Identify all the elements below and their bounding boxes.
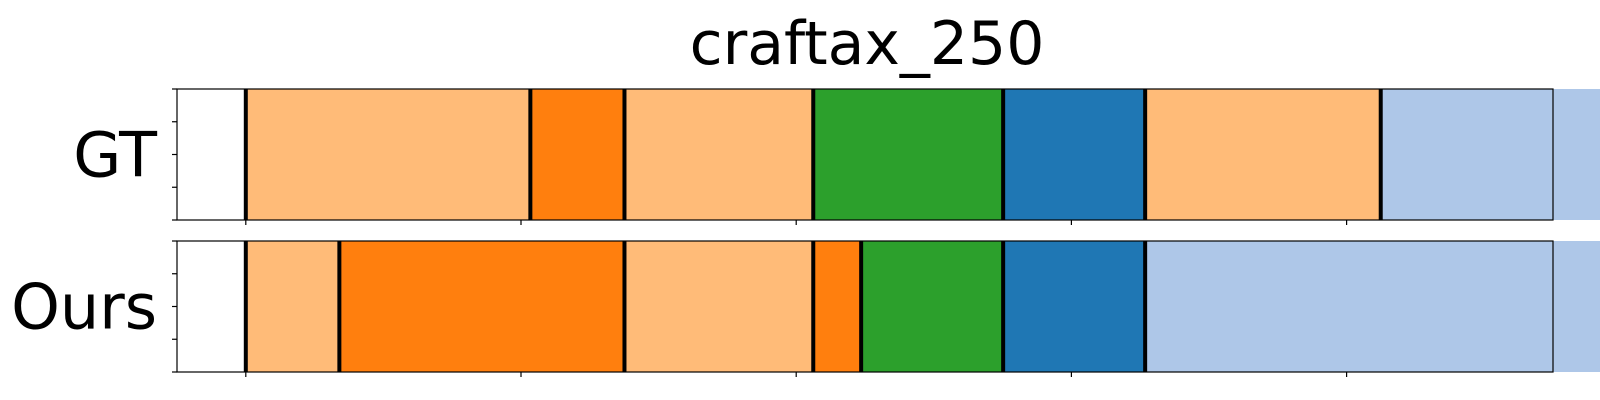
segment-ours-4 (861, 241, 1004, 372)
segment-gt-5 (1145, 89, 1381, 220)
row-label-ours: Ours (11, 271, 157, 344)
chart-title: craftax_250 (690, 9, 1045, 79)
segment-ours-5 (1003, 241, 1146, 372)
segment-gt-4 (1003, 89, 1146, 220)
row-label-gt: GT (73, 119, 158, 192)
segment-ours-0 (245, 241, 340, 372)
segment-gt-1 (530, 89, 625, 220)
segment-gt-3 (813, 89, 1004, 220)
row-gt: GT (73, 88, 1600, 225)
segment-ours-1 (339, 241, 625, 372)
segment-gt-2 (624, 89, 814, 220)
row-ours: Ours (11, 240, 1600, 377)
segment-ours-2 (624, 241, 814, 372)
panels: GT Ours (11, 88, 1600, 377)
segment-gt-0 (245, 89, 531, 220)
segment-ours-6 (1145, 241, 1600, 372)
segment-ours-3 (813, 241, 862, 372)
segment-gt-6 (1380, 89, 1600, 220)
